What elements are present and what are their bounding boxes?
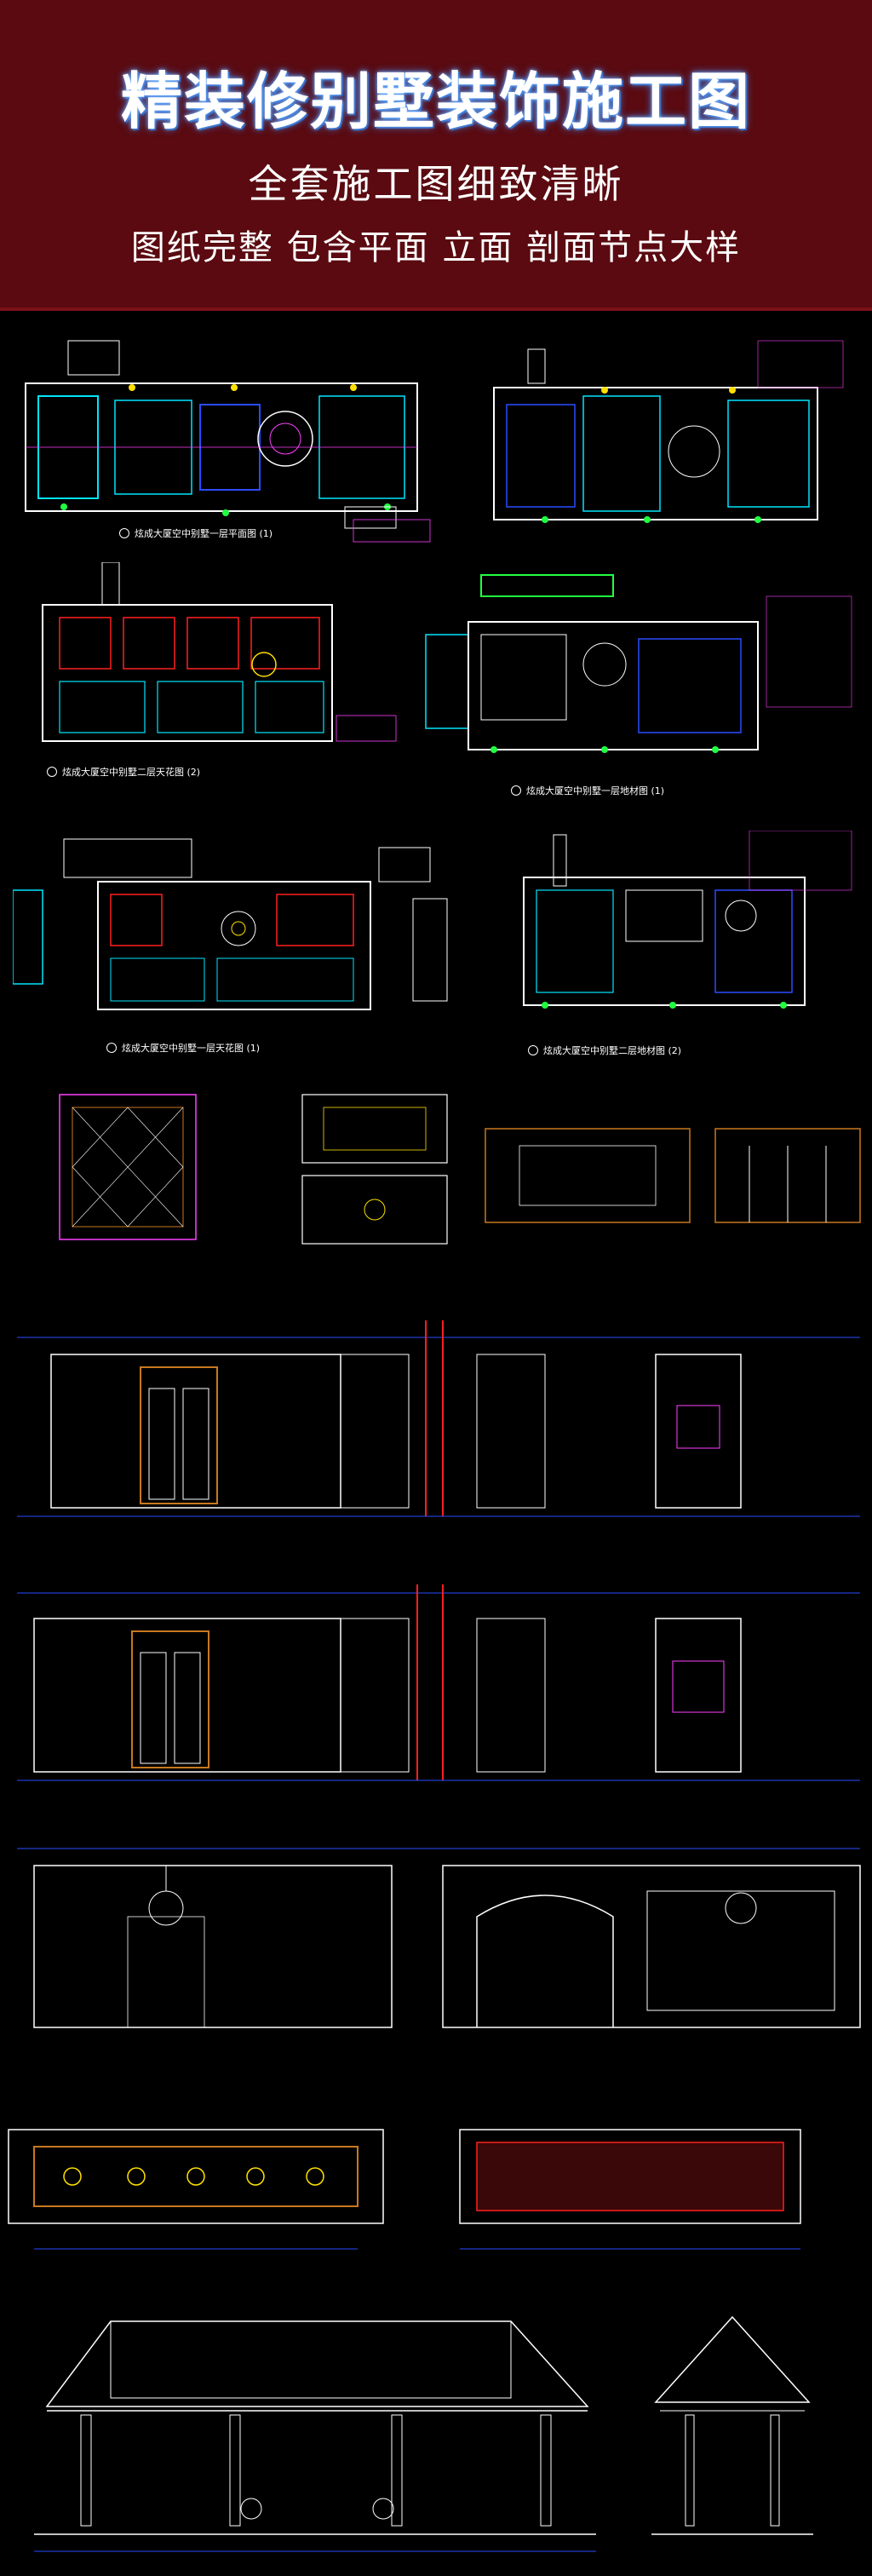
ceiling-plan-1f: 炫成大厦空中别墅一层天花图 (1) bbox=[13, 831, 456, 1061]
floor-plan-1f-drawing bbox=[25, 340, 431, 543]
floor-material-plan-1f-b-drawing bbox=[425, 574, 852, 753]
ceiling-section-row bbox=[0, 2079, 872, 2283]
floor-material-plan-2f: 炫成大厦空中别墅二层地材图 (2) bbox=[477, 831, 864, 1061]
subtitle-secondary: 图纸完整 包含平面 立面 剖面节点大样 bbox=[130, 228, 742, 267]
ceiling-plan-2f-drawing bbox=[42, 562, 397, 742]
elevation-a bbox=[0, 1303, 872, 1533]
plan-caption-2: 炫成大厦空中别墅二层天花图 (2) bbox=[47, 765, 200, 779]
elevation-b-drawing bbox=[17, 1584, 860, 1781]
subtitle-primary: 全套施工图细致清晰 bbox=[248, 161, 624, 207]
elevation-a-drawing bbox=[17, 1320, 860, 1517]
page-title: 精装修别墅装饰施工图 bbox=[120, 66, 751, 137]
ceiling-detail-drawing bbox=[59, 1094, 861, 1245]
ceiling-section-drawing bbox=[8, 2129, 801, 2250]
ceiling-detail-row bbox=[0, 1082, 872, 1252]
header-banner: 精装修别墅装饰施工图 全套施工图细致清晰 图纸完整 包含平面 立面 剖面节点大样 bbox=[0, 0, 872, 311]
floor-material-plan-1f-drawing bbox=[493, 340, 844, 523]
elevation-b bbox=[0, 1567, 872, 1797]
floor-material-plan-1f-b: 炫成大厦空中别墅一层地材图 (1) bbox=[409, 571, 864, 801]
plan-caption-4: 炫成大厦空中别墅一层天花图 (1) bbox=[106, 1041, 260, 1055]
pavilion-elevation-row bbox=[0, 2309, 872, 2564]
elevation-c bbox=[0, 1823, 872, 2053]
plan-caption-5: 炫成大厦空中别墅二层地材图 (2) bbox=[528, 1044, 681, 1057]
elevation-c-drawing bbox=[17, 1848, 861, 2028]
plan-caption-1: 炫成大厦空中别墅一层平面图 (1) bbox=[119, 526, 272, 540]
plan-caption-3: 炫成大厦空中别墅一层地材图 (1) bbox=[511, 784, 664, 797]
floor-material-plan-2f-drawing bbox=[523, 831, 852, 1009]
floor-material-plan-1f bbox=[477, 324, 860, 537]
pavilion-elevation-drawing bbox=[34, 2315, 813, 2552]
ceiling-plan-2f: 炫成大厦空中别墅二层天花图 (2) bbox=[13, 562, 413, 792]
ceiling-plan-1f-drawing bbox=[13, 838, 448, 1010]
floor-plan-1f: 炫成大厦空中别墅一层平面图 (1) bbox=[13, 324, 456, 545]
